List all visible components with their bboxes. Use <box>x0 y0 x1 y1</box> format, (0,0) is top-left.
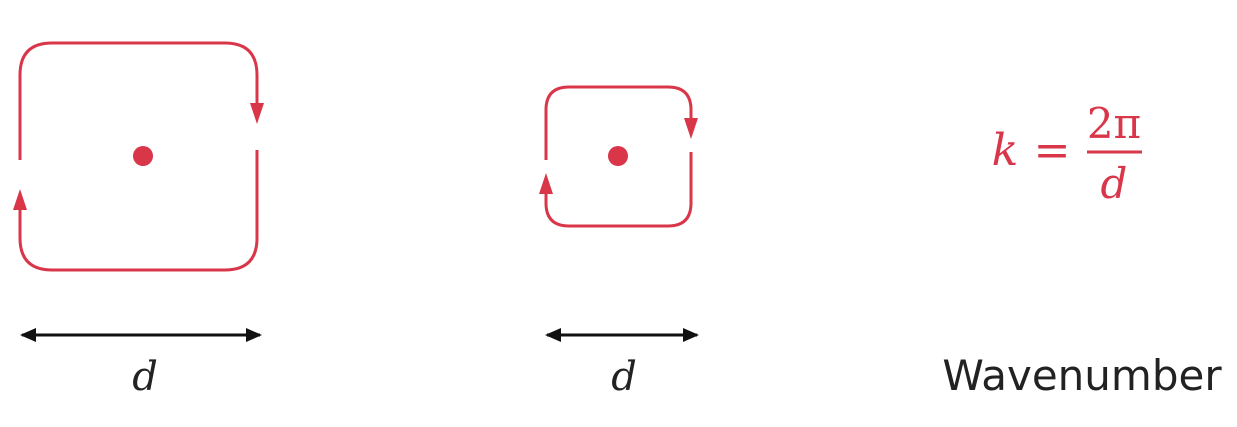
large-loop-lower-arc <box>18 150 259 272</box>
large-loop-center-dot <box>133 146 153 166</box>
small-loop-upper-arc <box>544 85 693 160</box>
small-loop-center-dot <box>608 146 628 166</box>
formula-numerator: 2π <box>1087 99 1141 148</box>
small-loop <box>539 85 698 228</box>
caption-wavenumber: Wavenumber <box>942 351 1222 400</box>
large-width-label: d <box>132 354 158 400</box>
formula-equals: = <box>1034 125 1071 176</box>
small-loop-lower-arc <box>544 152 693 228</box>
large-loop-arrowhead-right <box>250 103 264 124</box>
small-loop-arrowhead-left <box>539 173 553 194</box>
small-width-label: d <box>611 354 637 400</box>
large-loop <box>13 41 264 272</box>
small-loop-arrowhead-right <box>684 118 698 139</box>
large-loop-arrowhead-left <box>13 189 27 210</box>
large-loop-upper-arc <box>18 41 259 160</box>
formula-denominator: d <box>1101 159 1128 208</box>
wavenumber-formula: k = 2π d <box>992 99 1142 208</box>
formula-lhs: k <box>992 125 1019 176</box>
